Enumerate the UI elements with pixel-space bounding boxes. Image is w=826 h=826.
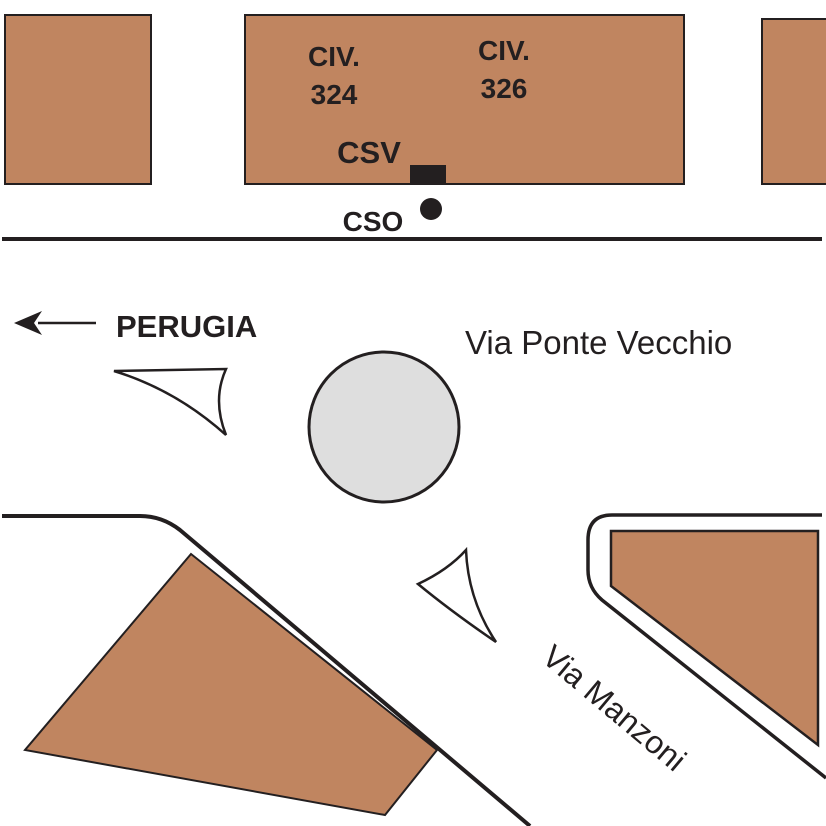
building-left bbox=[4, 14, 152, 185]
building-civ-324-326 bbox=[244, 14, 685, 185]
sidewalk-lower-right-outer bbox=[586, 513, 826, 780]
building-lower-left bbox=[23, 552, 439, 817]
road-edge-lower-left bbox=[2, 514, 532, 826]
roundabout bbox=[307, 350, 461, 504]
civ-326-label-line1: CIV. bbox=[478, 35, 530, 66]
civ-324-label-line2: 324 bbox=[311, 79, 358, 110]
cso-label: CSO bbox=[343, 206, 404, 237]
csv-label: CSV bbox=[337, 135, 401, 170]
perugia-label: PERUGIA bbox=[116, 309, 257, 344]
csv-marker bbox=[410, 165, 446, 183]
traffic-island-lower bbox=[415, 546, 498, 644]
building-right bbox=[761, 18, 826, 185]
cso-marker bbox=[420, 198, 442, 220]
via-manzoni-label: Via Manzoni bbox=[536, 638, 694, 778]
arrow-left-icon bbox=[14, 311, 96, 335]
civ-324-label-line1: CIV. bbox=[308, 41, 360, 72]
via-ponte-vecchio-label: Via Ponte Vecchio bbox=[465, 324, 732, 361]
civ-326-label-line2: 326 bbox=[481, 73, 528, 104]
building-lower-right bbox=[609, 529, 820, 748]
traffic-island-left bbox=[113, 367, 228, 436]
